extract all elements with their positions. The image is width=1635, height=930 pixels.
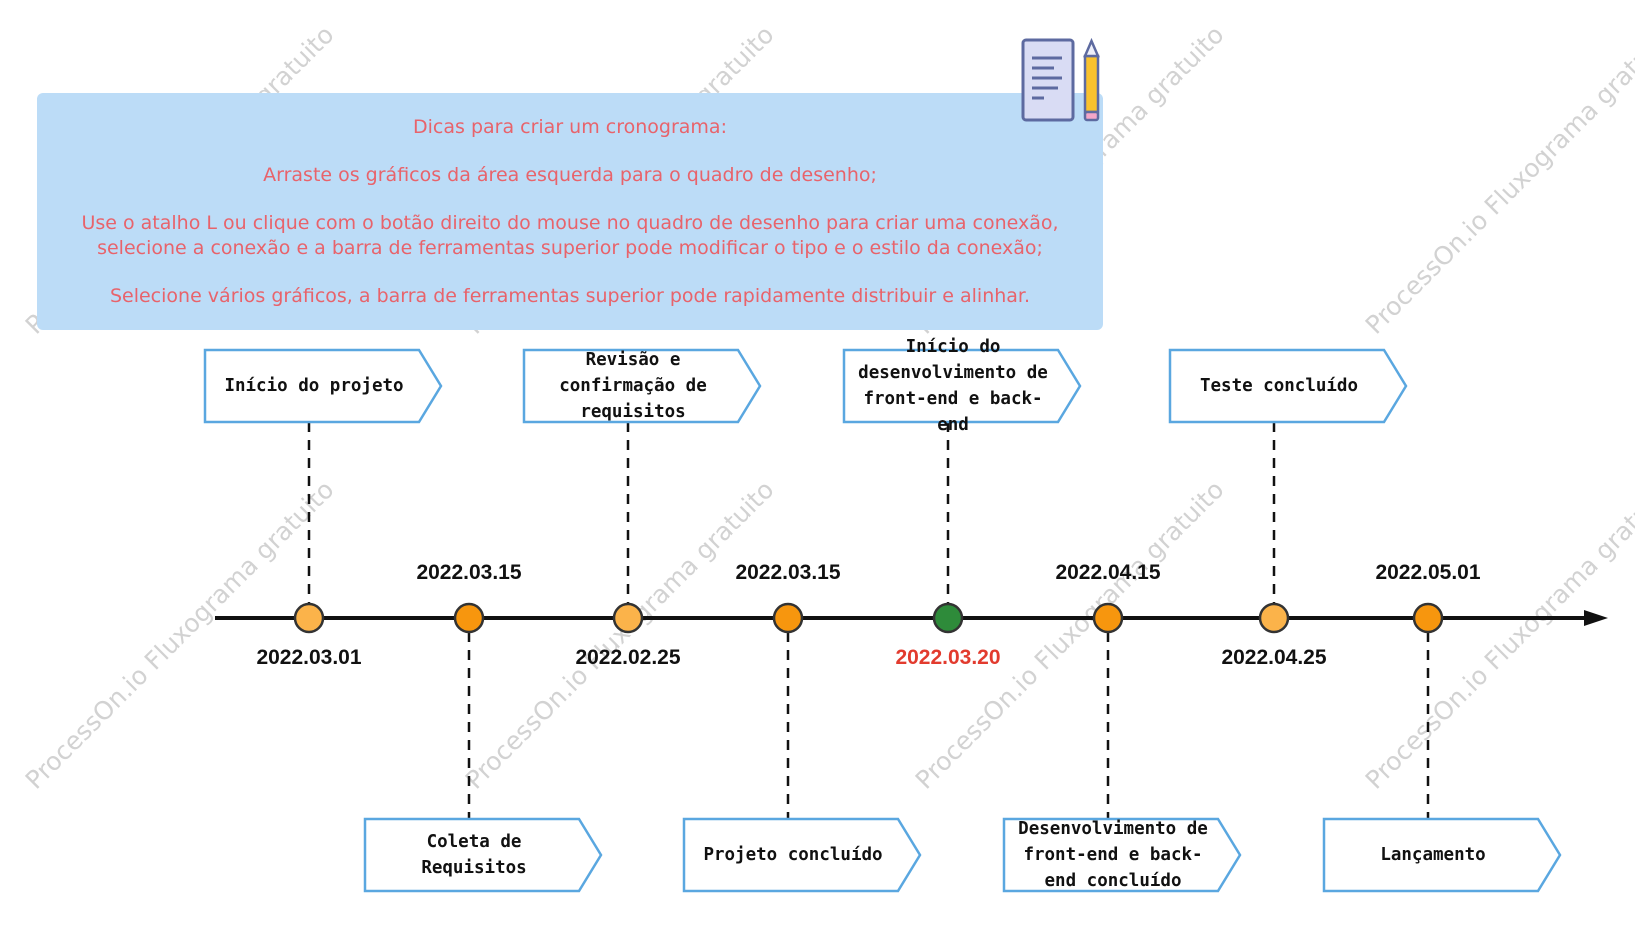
- milestone-date: 2022.04.25: [1221, 646, 1327, 669]
- milestone-date: 2022.03.15: [416, 561, 522, 584]
- milestone-node: [1258, 602, 1290, 634]
- milestone-date: 2022.05.01: [1375, 561, 1481, 584]
- tips-line-3: Selecione vários gráficos, a barra de fe…: [109, 285, 1031, 307]
- milestone-node: [612, 602, 644, 634]
- milestone-callout: [203, 348, 443, 424]
- milestone-label: Revisão e confirmação de requisitos: [559, 350, 707, 422]
- milestone-callout: [682, 817, 922, 893]
- milestone-callout: [842, 348, 1082, 424]
- milestone-node: [293, 602, 325, 634]
- milestone-date: 2022.02.25: [575, 646, 681, 669]
- milestone-node: [932, 602, 964, 634]
- milestone-node: [1092, 602, 1124, 634]
- milestone-node: [772, 602, 804, 634]
- milestone-node: [1412, 602, 1444, 634]
- milestone-node: [453, 602, 485, 634]
- milestone-label: Teste concluído: [1199, 376, 1359, 396]
- milestone-label: Projeto concluído: [703, 845, 883, 865]
- timeline-arrowhead: [1584, 610, 1608, 626]
- milestone-label: Desenvolvimento de front-end e back-end …: [1018, 819, 1208, 891]
- tips-line-1: Arraste os gráficos da área esquerda par…: [263, 164, 877, 186]
- milestone-callout: [522, 348, 762, 424]
- milestone-label: Início do projeto: [224, 376, 404, 396]
- milestone-label: Coleta de Requisitos: [421, 832, 527, 878]
- milestone-label: Início do desenvolvimento de front-end e…: [858, 337, 1048, 435]
- milestone-date: 2022.04.15: [1055, 561, 1161, 584]
- milestone-label: Lançamento: [1380, 845, 1486, 865]
- tips-box[interactable]: Dicas para criar um cronograma: Arraste …: [37, 93, 1103, 330]
- milestone-date: 2022.03.20: [895, 646, 1001, 669]
- tips-line-2b: selecione a conexão e a barra de ferrame…: [97, 237, 1043, 259]
- milestone-callout: [1322, 817, 1562, 893]
- milestone-date: 2022.03.15: [735, 561, 841, 584]
- milestone-callout: [1002, 817, 1242, 893]
- milestone-date: 2022.03.01: [256, 646, 362, 669]
- milestone-callout: [363, 817, 603, 893]
- milestone-callout: [1168, 348, 1408, 424]
- document-with-pencil-icon: [1021, 37, 1100, 122]
- tips-line-2a: Use o atalho L ou clique com o botão dir…: [81, 212, 1059, 234]
- tips-title: Dicas para criar um cronograma:: [413, 116, 727, 138]
